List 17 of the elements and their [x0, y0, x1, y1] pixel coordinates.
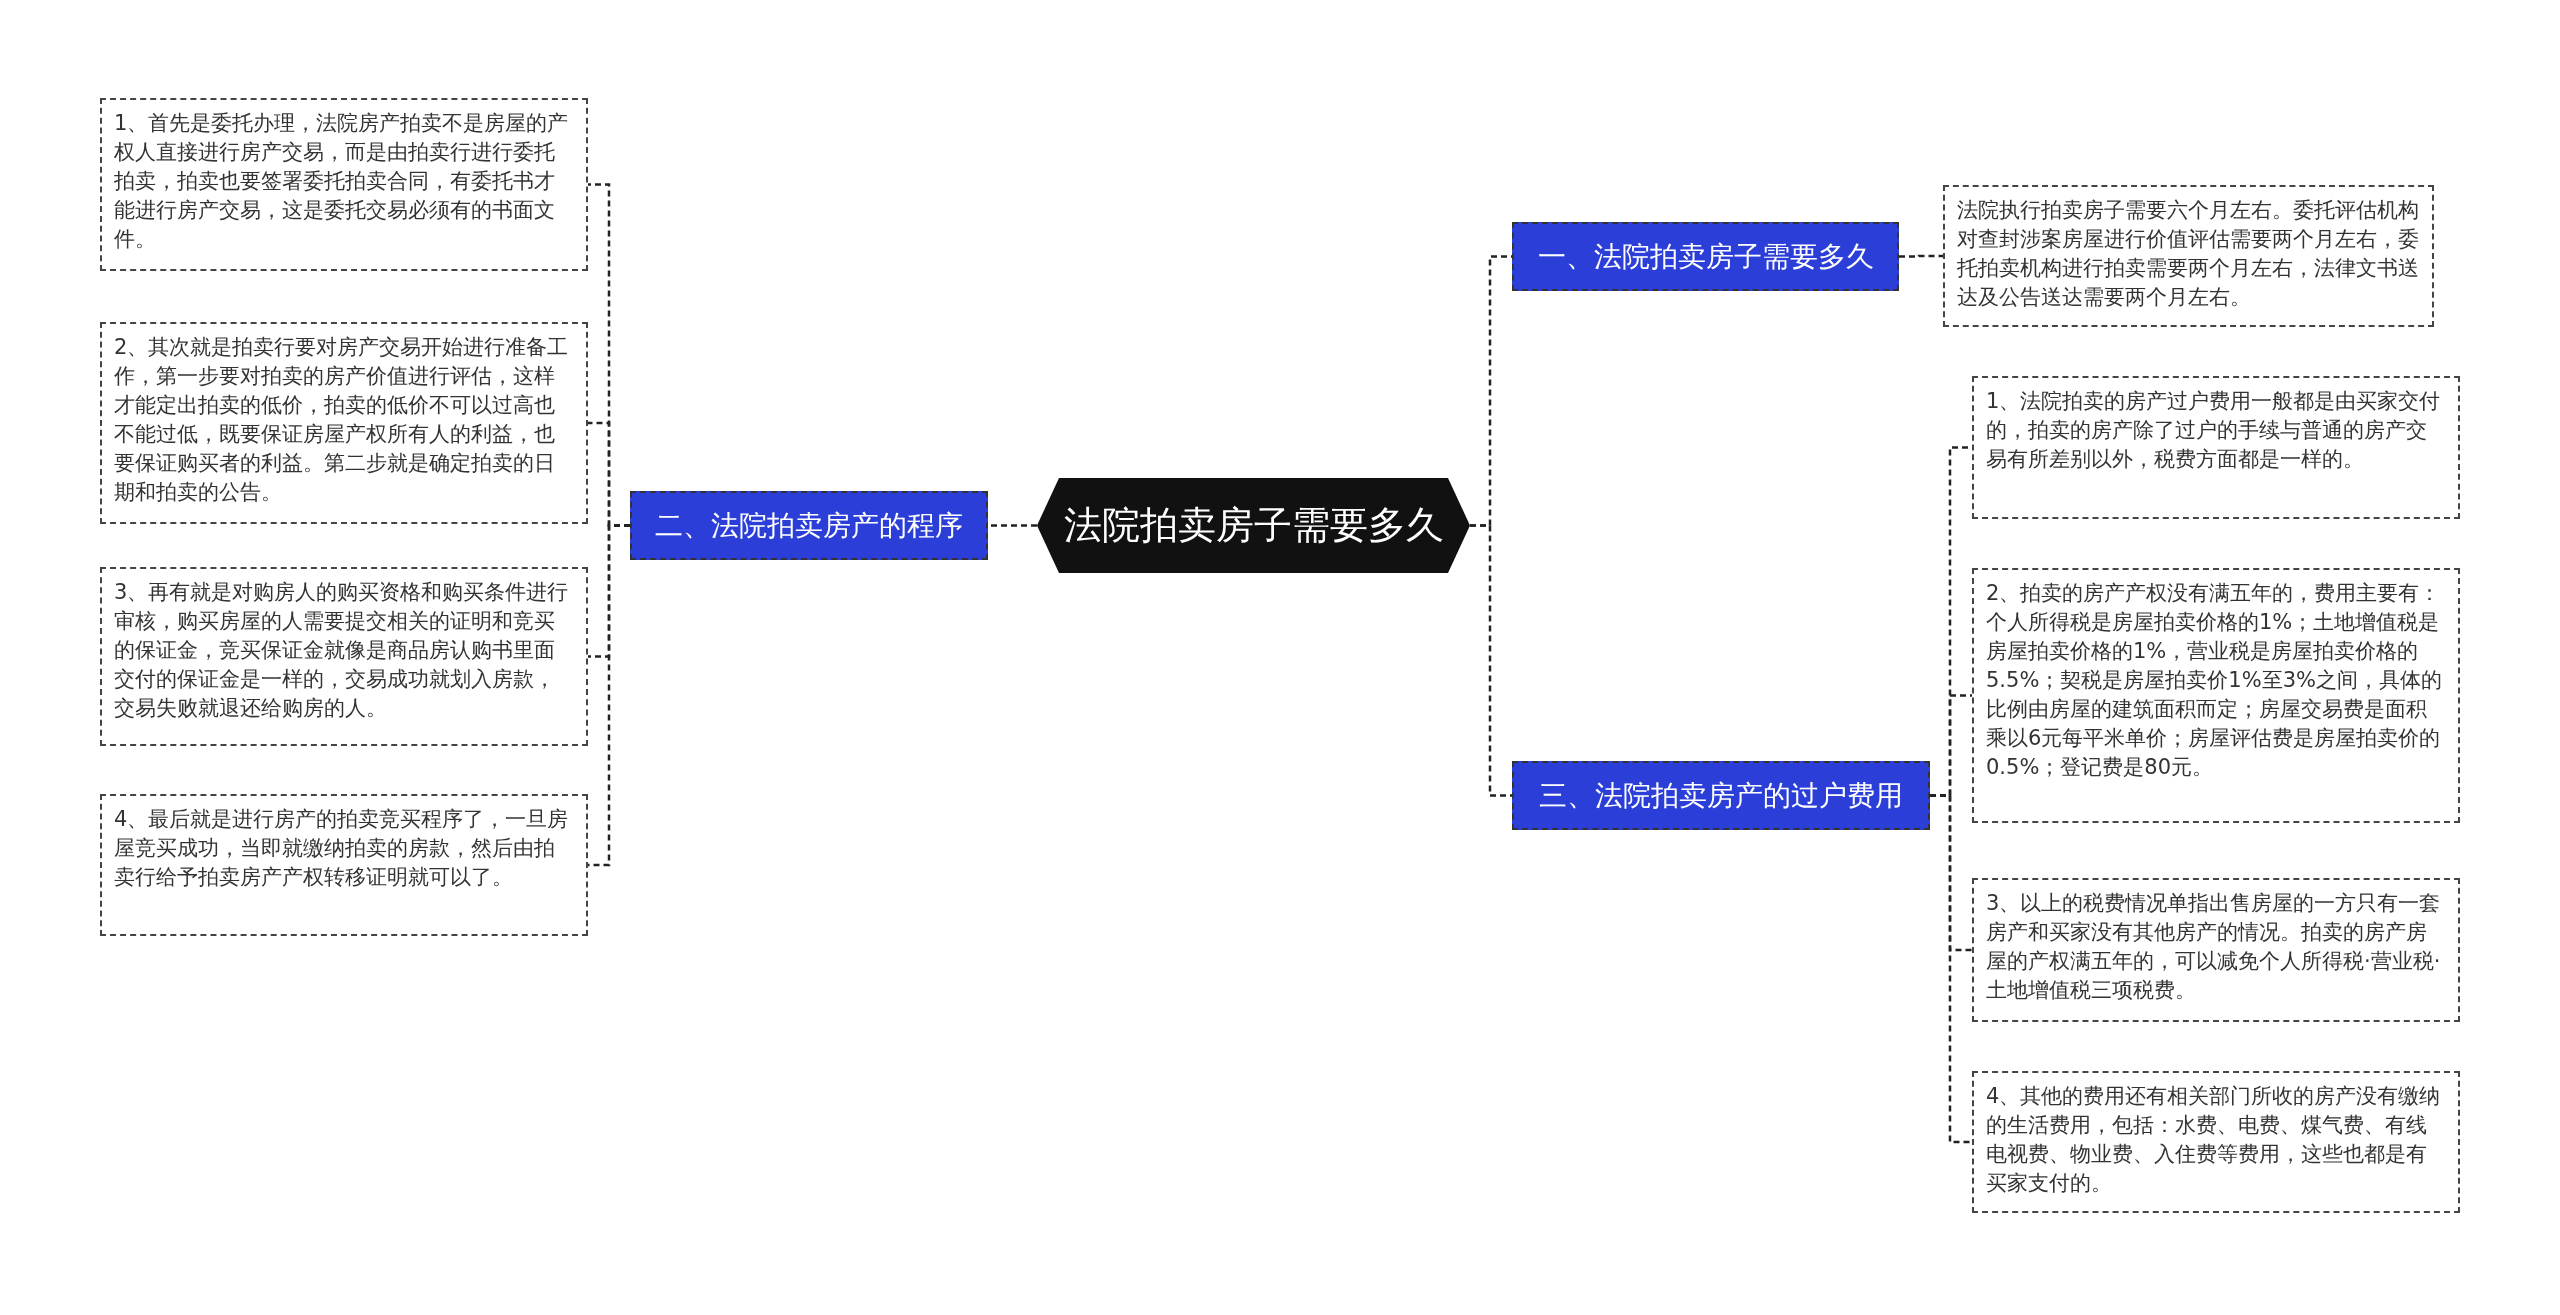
note-box: 2、其次就是拍卖行要对房产交易开始进行准备工作，第一步要对拍卖的房产价值进行评估，这样才能定出拍卖的低价，拍卖的低价不可以过高也不能过低，既要保证房屋产权所有人的利益，也要保证购买者的利益。第二步就是确定拍卖的日期和拍卖的公告。 [100, 322, 588, 524]
branch-box: 三、法院拍卖房产的过户费用 [1512, 761, 1930, 830]
branch-box: 二、法院拍卖房产的程序 [630, 491, 988, 560]
note-box: 4、其他的费用还有相关部门所收的房产没有缴纳的生活费用，包括：水费、电费、煤气费、有线电视费、物业费、入住费等费用，这些也都是有买家支付的。 [1972, 1071, 2460, 1213]
note-box: 3、再有就是对购房人的购买资格和购买条件进行审核，购买房屋的人需要提交相关的证明和竞买的保证金，竞买保证金就像是商品房认购书里面交付的保证金是一样的，交易成功就划入房款，交易失败就退还给购房的人。 [100, 567, 588, 746]
note-box: 3、以上的税费情况单指出售房屋的一方只有一套房产和买家没有其他房产的情况。拍卖的房产房屋的产权满五年的，可以减免个人所得税·营业税·土地增值税三项税费。 [1972, 878, 2460, 1022]
connector [1899, 254, 1943, 258]
connector [988, 524, 1037, 527]
note-box: 1、法院拍卖的房产过户费用一般都是由买家交付的，拍卖的房产除了过户的手续与普通的房产交易有所差别以外，税费方面都是一样的。 [1972, 376, 2460, 519]
connector [1930, 794, 1972, 1144]
connector [1470, 524, 1512, 797]
note-box: 4、最后就是进行房产的拍卖竞买程序了，一旦房屋竞买成功，当即就缴纳拍卖的房款，然后由拍卖行给予拍卖房产产权转移证明就可以了。 [100, 794, 588, 936]
note-box: 2、拍卖的房产产权没有满五年的，费用主要有：个人所得税是房屋拍卖价格的1%；土地增值税是房屋拍卖价格的1%，营业税是房屋拍卖价格的5.5%；契税是房屋拍卖价1%至3%之间，具体的比例由房屋的建筑面积而定；房屋交易费是面积乘以6元每平米单价；房屋评估费是房屋拍卖价的0.5%；登记费是80元。 [1972, 568, 2460, 823]
branch-box: 一、法院拍卖房子需要多久 [1512, 222, 1899, 291]
topic-hexagon: 法院拍卖房子需要多久 [1037, 478, 1470, 573]
note-box: 法院执行拍卖房子需要六个月左右。委托评估机构对查封涉案房屋进行价值评估需要两个月左右，委托拍卖机构进行拍卖需要两个月左右，法律文书送达及公告送达需要两个月左右。 [1943, 185, 2434, 327]
note-box: 1、首先是委托办理，法院房产拍卖不是房屋的产权人直接进行房产交易，而是由拍卖行进行委托拍卖，拍卖也要签署委托拍卖合同，有委托书才能进行房产交易，这是委托交易必须有的书面文件。 [100, 98, 588, 271]
